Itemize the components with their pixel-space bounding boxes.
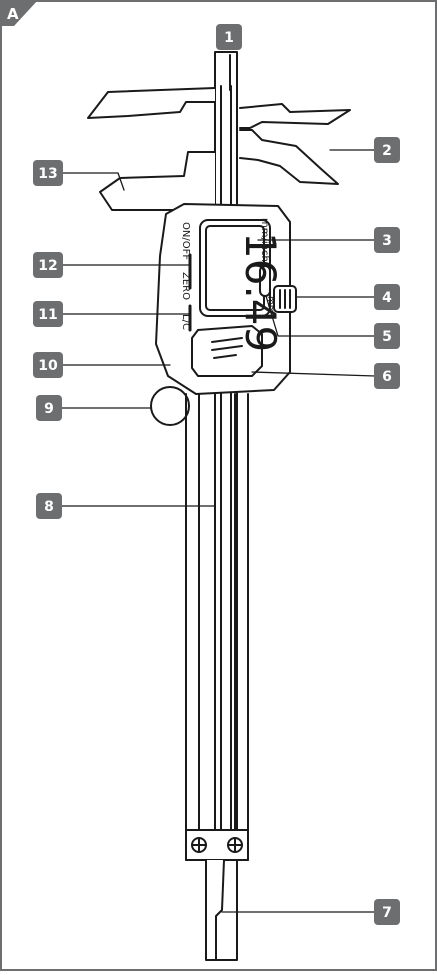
thumb-roller[interactable] (150, 386, 190, 426)
unit-button-label: mm/inch (259, 218, 270, 262)
battery-cover-rib-1 (211, 337, 243, 343)
callout-4-number: 4 (382, 290, 392, 306)
callout-11-number: 11 (38, 307, 57, 323)
callout-6: 6 (374, 363, 400, 389)
callout-9: 9 (36, 395, 62, 421)
callout-5: 5 (374, 323, 400, 349)
upper-inner-jaw-fixed (87, 87, 216, 119)
callout-7: 7 (374, 899, 400, 925)
callout-1: 1 (216, 24, 242, 50)
callout-12-number: 12 (38, 258, 57, 274)
display-reading: 16.49 (236, 232, 285, 352)
callout-13-number: 13 (38, 166, 57, 182)
callout-10-number: 10 (38, 358, 58, 374)
display-unit: mm (265, 296, 275, 314)
battery-cover-rib-3 (213, 354, 237, 359)
upper-inner-jaw-sliding (239, 103, 351, 129)
callout-12: 12 (33, 252, 63, 278)
callout-8-number: 8 (44, 499, 54, 515)
main-beam (214, 51, 238, 961)
callout-7-number: 7 (382, 905, 392, 921)
callout-2: 2 (374, 137, 400, 163)
callout-4: 4 (374, 284, 400, 310)
callout-6-number: 6 (382, 369, 392, 385)
lower-outer-jaw-fixed (99, 151, 216, 211)
lc-label: L/C (180, 314, 191, 330)
callout-11: 11 (33, 301, 63, 327)
leader-6 (251, 371, 376, 377)
battery-cover[interactable] (191, 325, 263, 377)
callout-2-number: 2 (382, 143, 392, 159)
sliding-jaw-arm (239, 129, 339, 185)
battery-cover-rib-2 (211, 345, 243, 351)
on-off-label: ON/OFF (180, 222, 191, 260)
callout-3: 3 (374, 227, 400, 253)
unit-button[interactable] (259, 265, 271, 297)
callout-8: 8 (36, 493, 62, 519)
callout-5-number: 5 (382, 329, 392, 345)
zero-label: ZERO (180, 272, 191, 300)
callout-9-number: 9 (44, 401, 54, 417)
corner-label: A (7, 5, 19, 23)
leader-5 (265, 295, 376, 337)
callout-3-number: 3 (382, 233, 392, 249)
leader-13 (61, 172, 125, 191)
callout-1-number: 1 (224, 30, 234, 46)
corner-tab (0, 0, 38, 26)
callout-badges: 1 2 3 4 5 6 7 8 9 10 11 12 13 (33, 24, 400, 925)
callout-10: 10 (33, 352, 63, 378)
depth-probe (205, 859, 225, 961)
callout-13: 13 (33, 160, 63, 186)
